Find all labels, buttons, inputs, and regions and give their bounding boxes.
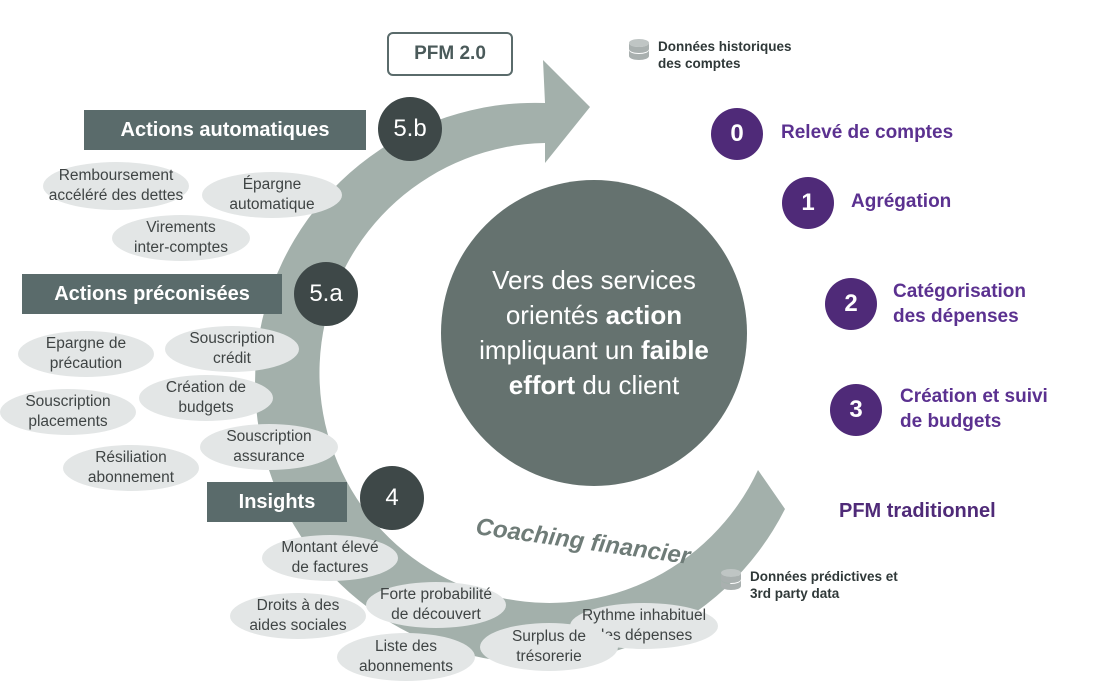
- center-line3-a: impliquant un: [479, 335, 641, 365]
- rec-item-5-line2: abonnement: [87, 469, 175, 486]
- ins-item-5-line1: Surplus de: [511, 628, 587, 645]
- recommended-item-credit: Souscription crédit: [165, 326, 299, 372]
- recommended-item-budgets: Création de budgets: [139, 375, 273, 421]
- auto-item-debt-line2: accéléré des dettes: [48, 187, 184, 204]
- step-2-badge: 2: [825, 278, 877, 330]
- step-0-badge: 0: [711, 108, 763, 160]
- insights-item-cash-surplus: Surplus de trésorerie: [480, 623, 618, 671]
- rec-item-0-line1: Epargne de: [45, 335, 127, 352]
- historical-data-source: Données historiques des comptes: [628, 38, 792, 72]
- rec-item-2-line2: budgets: [178, 399, 234, 416]
- insights-item-subscriptions: Liste des abonnements: [337, 633, 475, 681]
- stage-5a-badge: 5.a: [294, 262, 358, 326]
- rec-item-2-line1: Création de: [165, 379, 247, 396]
- center-text: Vers des services orientés action impliq…: [441, 263, 747, 403]
- auto-item-transfers: Virements inter-comptes: [112, 215, 250, 261]
- ins-item-0-line2: de factures: [291, 559, 369, 576]
- center-line3: impliquant un faible: [441, 333, 747, 368]
- rec-item-4-line1: Souscription: [226, 428, 312, 445]
- historical-line1: Données historiques: [658, 39, 792, 54]
- stage-5b-badge: 5.b: [378, 97, 442, 161]
- recommended-item-precaution: Epargne de précaution: [18, 331, 154, 377]
- center-line4-b: du client: [575, 370, 680, 400]
- ins-item-2-line1: Droits à des: [256, 597, 340, 614]
- step-2-label-line2: des dépenses: [893, 306, 1019, 327]
- center-line4: effort du client: [441, 368, 747, 403]
- center-circle: [441, 180, 747, 486]
- rec-item-5-line1: Résiliation: [95, 449, 167, 466]
- traditional-pfm-label: PFM traditionnel: [839, 500, 996, 522]
- pfm2-label: PFM 2.0: [387, 32, 513, 76]
- rec-item-0-line2: précaution: [49, 355, 123, 372]
- auto-item-transfers-line1: Virements: [146, 219, 216, 236]
- rec-item-4-line2: assurance: [233, 448, 305, 465]
- step-2-label: Catégorisation des dépenses: [893, 279, 1026, 329]
- step-1-label: Agrégation: [851, 191, 952, 212]
- center-line4-a: effort: [508, 370, 576, 400]
- step-3-label-line2: de budgets: [900, 411, 1002, 432]
- rec-item-3-line1: Souscription: [25, 393, 111, 410]
- database-icon: [629, 39, 649, 60]
- predictive-line2: 3rd party data: [750, 586, 840, 601]
- ins-item-2-line2: aides sociales: [249, 617, 347, 634]
- auto-item-transfers-line2: inter-comptes: [134, 239, 228, 256]
- stage-4-badge: 4: [360, 466, 424, 530]
- center-line2: orientés action: [441, 298, 747, 333]
- ins-item-1-line2: de découvert: [391, 606, 481, 623]
- arrow-label: Coaching financier: [474, 513, 693, 570]
- ins-item-5-line2: trésorerie: [516, 648, 582, 665]
- predictive-data-source: Données prédictives et 3rd party data: [720, 568, 898, 602]
- step-3-label-line1: Création et suivi: [900, 386, 1048, 407]
- center-line2-a: orientés: [505, 300, 606, 330]
- center-line1: Vers des services: [492, 265, 696, 295]
- rec-item-3-line2: placements: [28, 413, 108, 430]
- step-3-badge: 3: [830, 384, 882, 436]
- center-line2-b: action: [605, 300, 683, 330]
- rec-item-1-line1: Souscription: [189, 330, 275, 347]
- insights-item-bills: Montant élevé de factures: [262, 535, 398, 581]
- insights-item-overdraft: Forte probabilité de découvert: [366, 582, 506, 628]
- rec-item-1-line2: crédit: [213, 350, 251, 367]
- center-line3-b: faible: [640, 335, 709, 365]
- ins-item-4-line2: abonnements: [359, 658, 453, 675]
- auto-actions-banner: Actions automatiques: [84, 110, 366, 150]
- recommended-item-investments: Souscription placements: [0, 389, 136, 435]
- auto-item-debt: Remboursement accéléré des dettes: [43, 162, 189, 210]
- step-2-label-line1: Catégorisation: [893, 281, 1027, 302]
- step-0-label: Relevé de comptes: [781, 122, 954, 143]
- ins-item-4-line1: Liste des: [374, 638, 438, 655]
- recommended-item-insurance: Souscription assurance: [200, 424, 338, 470]
- database-icon: [721, 569, 741, 590]
- auto-item-savings: Épargne automatique: [202, 172, 342, 218]
- insights-banner: Insights: [207, 482, 347, 522]
- recommended-item-cancellation: Résiliation abonnement: [63, 445, 199, 491]
- historical-line2: des comptes: [658, 56, 741, 71]
- ins-item-1-line1: Forte probabilité: [379, 586, 492, 603]
- recommended-actions-banner: Actions préconisées: [22, 274, 282, 314]
- ins-item-3-line2: des dépenses: [595, 627, 693, 644]
- auto-item-debt-line1: Remboursement: [58, 167, 174, 184]
- ins-item-3-line1: Rythme inhabituel: [581, 607, 707, 624]
- step-1-badge: 1: [782, 177, 834, 229]
- ins-item-0-line1: Montant élevé: [281, 539, 379, 556]
- step-3-label: Création et suivi de budgets: [900, 384, 1048, 434]
- predictive-line1: Données prédictives et: [750, 569, 898, 584]
- auto-item-savings-line2: automatique: [229, 196, 315, 213]
- auto-item-savings-line1: Épargne: [242, 176, 302, 193]
- insights-item-social-aid: Droits à des aides sociales: [230, 593, 366, 639]
